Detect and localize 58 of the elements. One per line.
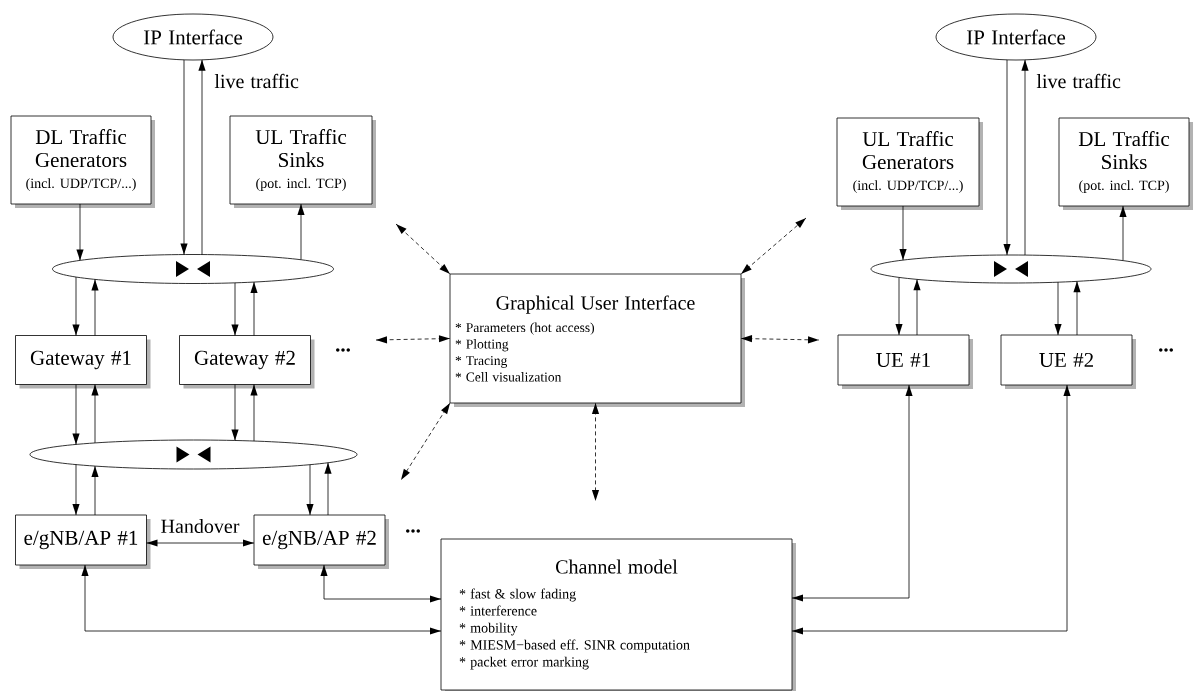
arrow bbox=[895, 277, 903, 336]
arrow bbox=[91, 465, 99, 516]
process-box: UL Traffic Sinks (pot. incl. TCP) bbox=[229, 115, 376, 208]
arrow bbox=[250, 281, 258, 336]
dashed-arrow bbox=[400, 403, 450, 481]
arrow bbox=[1021, 59, 1029, 256]
process-box: Gateway #2 bbox=[179, 335, 315, 389]
arrow bbox=[899, 205, 907, 261]
arrow bbox=[1054, 281, 1062, 336]
arrow bbox=[76, 203, 84, 261]
process-box: UE #2 bbox=[1000, 334, 1136, 389]
process-box: Gateway #1 bbox=[15, 335, 151, 389]
ellipse-node: IP Interface bbox=[112, 13, 274, 61]
switch-ellipse bbox=[29, 439, 358, 470]
arrow bbox=[791, 384, 1071, 635]
arrow bbox=[250, 384, 258, 442]
arrow bbox=[91, 279, 99, 336]
dashed-arrow bbox=[375, 335, 450, 344]
arrow bbox=[231, 384, 239, 441]
process-box: UE #1 bbox=[837, 334, 973, 389]
switch-ellipse bbox=[870, 254, 1152, 284]
ellipsis-dots: ... bbox=[336, 348, 350, 352]
model-box: Channel model * fast & slow fading * interference * mobility * MIESM−based eff. SINR computation * packet error marking bbox=[440, 538, 796, 691]
arrow bbox=[72, 384, 80, 445]
dashed-arrow bbox=[395, 223, 450, 274]
arrow bbox=[324, 462, 332, 516]
arrow bbox=[791, 384, 913, 602]
arrow bbox=[1073, 280, 1081, 336]
process-box: UL Traffic Generators (incl. UDP/TCP/...) bbox=[836, 117, 983, 210]
arrow bbox=[91, 384, 99, 444]
process-box: DL Traffic Sinks (pot. incl. TCP) bbox=[1058, 117, 1193, 210]
arrow bbox=[306, 464, 314, 516]
arrow bbox=[180, 59, 188, 255]
ellipsis-dots: ... bbox=[1159, 348, 1173, 352]
arrow bbox=[231, 282, 239, 336]
arrow bbox=[72, 464, 80, 516]
arrow bbox=[198, 59, 206, 255]
process-box: e/gNB/AP #1 bbox=[15, 514, 151, 569]
process-box: DL Traffic Generators (incl. UDP/TCP/...) bbox=[10, 115, 155, 208]
arrow bbox=[320, 564, 442, 603]
process-box: e/gNB/AP #2 bbox=[253, 514, 389, 569]
edge-label: live traffic bbox=[1035, 72, 1122, 90]
arrow bbox=[913, 279, 921, 336]
arrow bbox=[146, 539, 255, 547]
arrow bbox=[1003, 59, 1011, 256]
ellipsis-dots: ... bbox=[406, 529, 420, 533]
dashed-arrow bbox=[741, 217, 807, 274]
dashed-arrow bbox=[741, 335, 820, 344]
dashed-arrow bbox=[591, 403, 600, 502]
arrow bbox=[297, 203, 305, 261]
edge-label: Handover bbox=[159, 517, 241, 535]
switch-ellipse bbox=[52, 254, 334, 284]
arrow bbox=[81, 564, 442, 635]
arrow bbox=[72, 276, 80, 336]
arrow bbox=[1119, 205, 1127, 261]
edge-label: live traffic bbox=[213, 72, 300, 90]
interface-box: Graphical User Interface * Parameters (hot access) * Plotting * Tracing * Cell visualization bbox=[449, 273, 745, 407]
ellipse-node: IP Interface bbox=[935, 13, 1097, 61]
